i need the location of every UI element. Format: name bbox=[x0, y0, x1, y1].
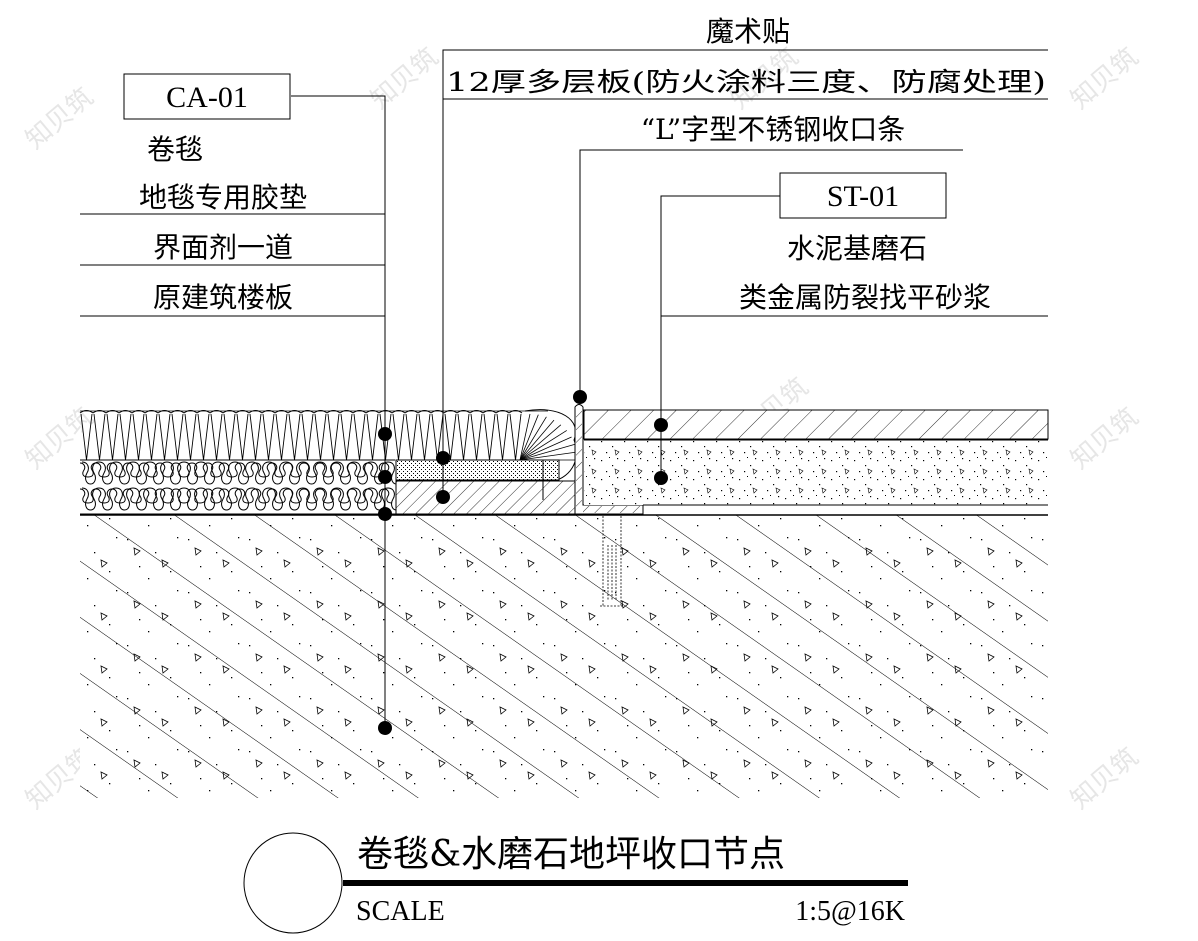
leader-dot bbox=[378, 470, 392, 484]
callout-label: 地毯专用胶垫 bbox=[139, 181, 307, 214]
watermark: 知贝筑 bbox=[1065, 42, 1144, 115]
leader-dot bbox=[436, 490, 450, 504]
watermark: 知贝筑 bbox=[365, 42, 444, 115]
leader-lines bbox=[80, 49, 1048, 728]
leader-dots bbox=[378, 390, 668, 735]
terrazzo-layer bbox=[583, 409, 1049, 440]
leader-dot bbox=[573, 390, 587, 404]
screed-mortar-layer bbox=[584, 439, 1048, 506]
middle-callout: 魔术贴 12厚多层板(防火涂料三度、防腐处理) bbox=[446, 15, 1046, 98]
leader-dot bbox=[378, 507, 392, 521]
callout-label: 魔术贴 bbox=[706, 15, 790, 48]
leader-dot bbox=[378, 427, 392, 441]
trim-callout: “L”字型不锈钢收口条 bbox=[641, 113, 906, 146]
title-block: 卷毯&水磨石地坪收口节点 SCALE 1:5@16K bbox=[243, 832, 908, 934]
watermark: 知贝筑 bbox=[1065, 402, 1144, 475]
callout-label: 卷毯 bbox=[147, 133, 203, 166]
title-underline bbox=[343, 880, 908, 886]
callout-label: “L”字型不锈钢收口条 bbox=[641, 113, 906, 146]
scale-value: 1:5@16K bbox=[795, 896, 905, 927]
scale-label: SCALE bbox=[356, 896, 445, 927]
leader-dot bbox=[654, 471, 668, 485]
callout-label: 12厚多层板(防火涂料三度、防腐处理) bbox=[446, 68, 1046, 98]
material-tag: CA-01 bbox=[166, 81, 248, 114]
watermark: 知贝筑 bbox=[1065, 742, 1144, 815]
callout-label: 类金属防裂找平砂浆 bbox=[739, 281, 991, 314]
callout-label: 水泥基磨石 bbox=[787, 232, 927, 265]
leader-dot bbox=[654, 418, 668, 432]
carpet-layer bbox=[79, 409, 578, 483]
detail-number-circle bbox=[243, 832, 343, 934]
watermark: 知贝筑 bbox=[20, 82, 99, 155]
plywood-board bbox=[395, 480, 579, 515]
concrete-slab bbox=[80, 514, 1048, 798]
left-callout: CA-01 卷毯 地毯专用胶垫 界面剂一道 原建筑楼板 bbox=[123, 73, 307, 314]
tag-box-ca-01 bbox=[123, 73, 291, 120]
callout-label: 界面剂一道 bbox=[153, 231, 293, 264]
leader-dot bbox=[436, 451, 450, 465]
leader-dot bbox=[378, 721, 392, 735]
l-shaped-trim bbox=[574, 404, 644, 515]
drawing-title: 卷毯&水磨石地坪收口节点 bbox=[357, 834, 785, 875]
callout-label: 原建筑楼板 bbox=[153, 281, 293, 314]
right-callout: ST-01 水泥基磨石 类金属防裂找平砂浆 bbox=[739, 172, 991, 314]
tag-box-st-01 bbox=[779, 172, 947, 219]
material-tag: ST-01 bbox=[827, 180, 899, 213]
velcro-strip bbox=[395, 459, 560, 500]
